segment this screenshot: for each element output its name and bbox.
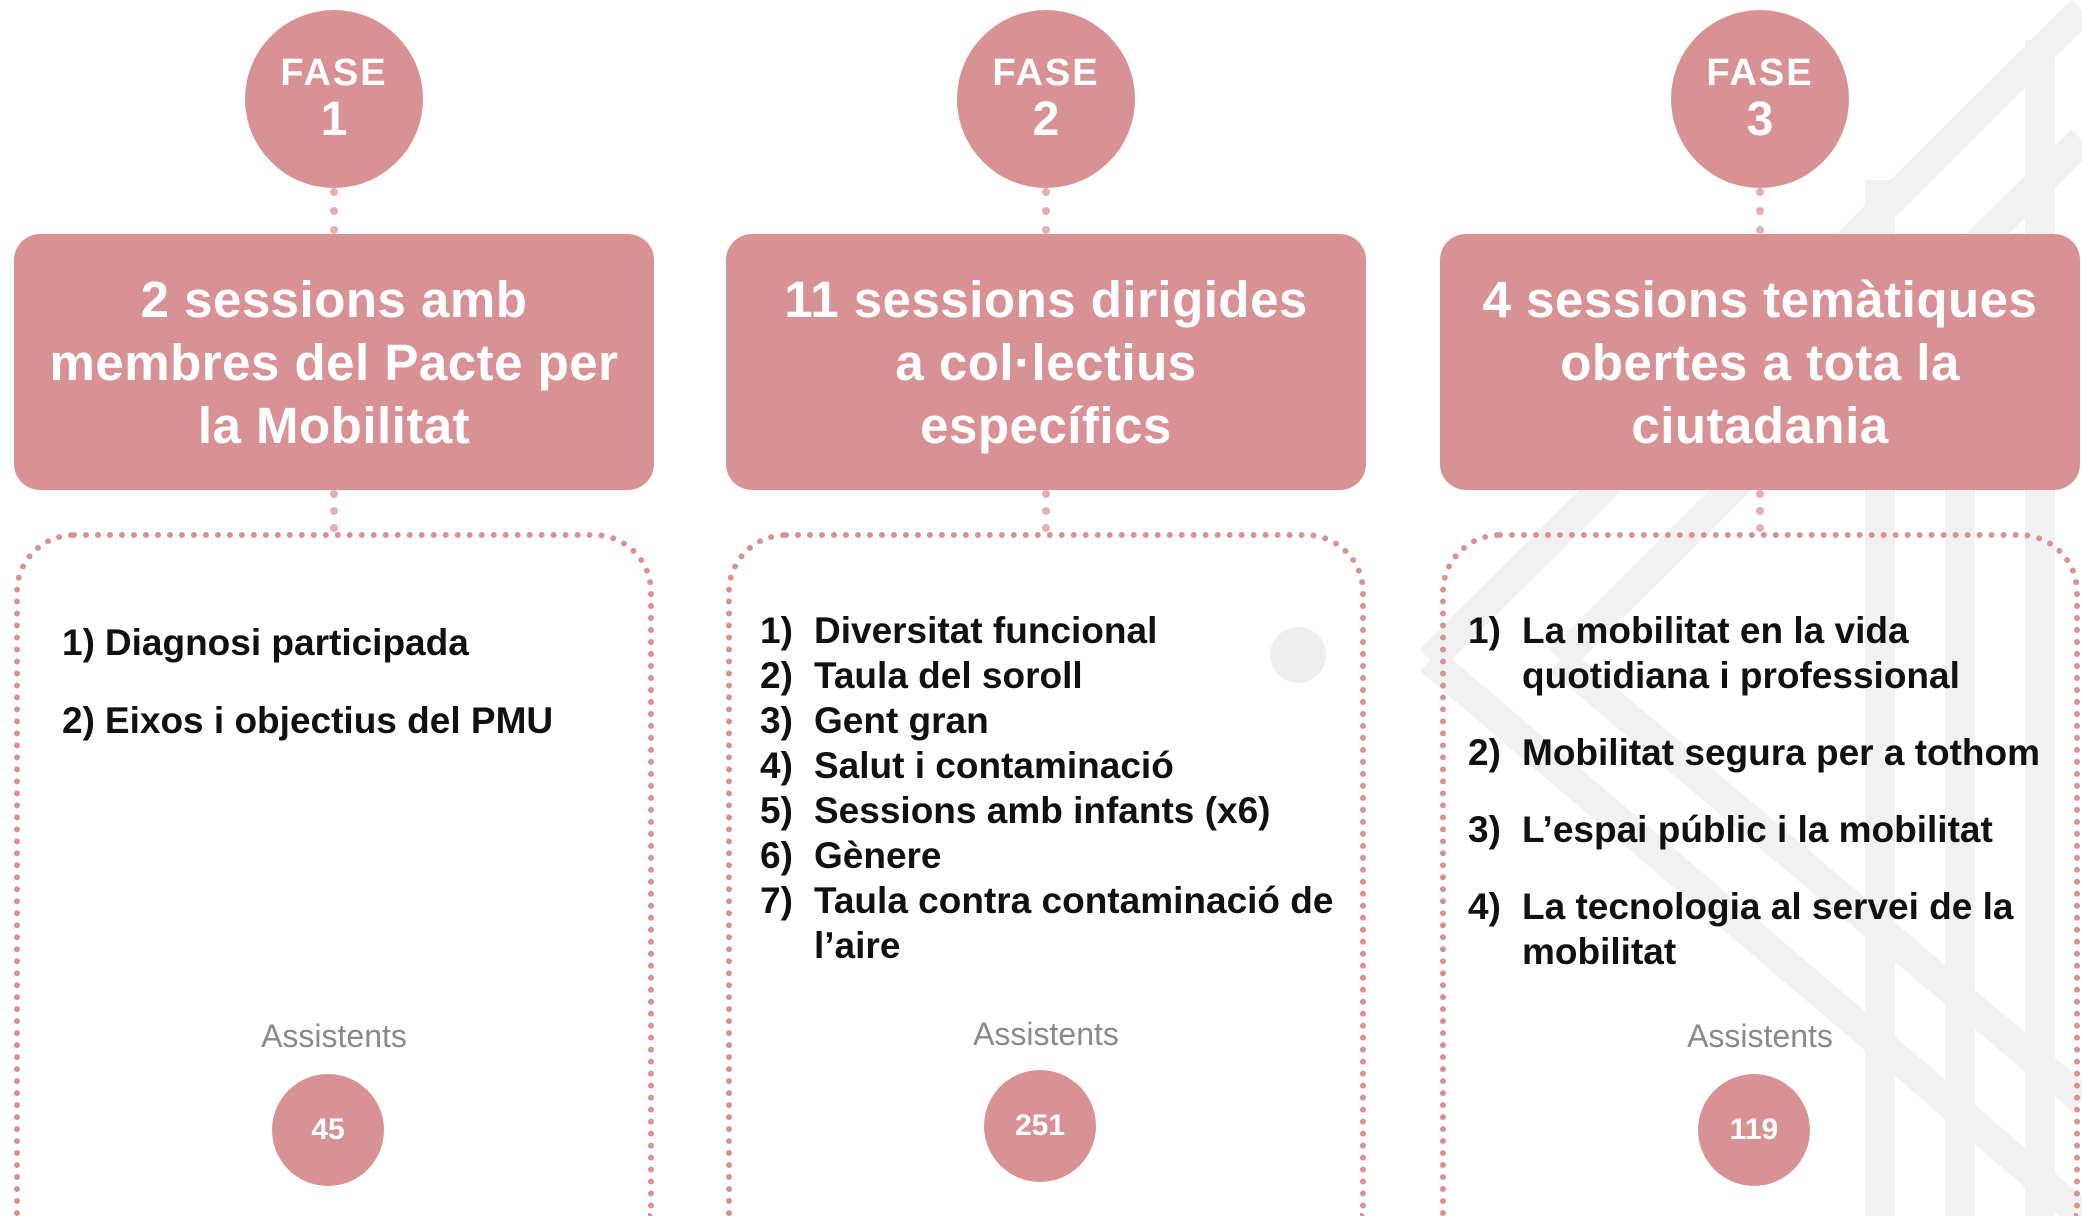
list-item: 1)Diagnosi participada [62, 604, 622, 682]
item-text: La tecnologia al servei de la mobilitat [1522, 886, 2014, 972]
phase-panel: 1)Diagnosi participada 2)Eixos i objecti… [14, 532, 654, 1216]
item-number: 6) [760, 835, 793, 876]
item-number: 7) [760, 880, 793, 921]
phase-badge: FASE 3 [1671, 10, 1849, 188]
item-number: 3) [1468, 809, 1501, 850]
list-item: 1) Diversitat funcional [760, 608, 1340, 653]
item-number: 2) [1468, 732, 1501, 773]
phase-label: FASE [280, 52, 388, 94]
item-text: Gent gran [814, 700, 989, 741]
item-number: 2) [760, 655, 793, 696]
connector-line [1756, 490, 1764, 532]
phase-3: FASE 3 4 sessions temàtiques obertes a t… [1440, 0, 2080, 1216]
phase-2: FASE 2 11 sessions dirigides a col·lecti… [726, 0, 1366, 1216]
list-item: 4) Salut i contaminació [760, 743, 1340, 788]
assistants-label: Assistents [261, 1018, 407, 1054]
item-text: Gènere [814, 835, 942, 876]
item-text: Diagnosi participada [104, 622, 469, 663]
item-number: 1) [1468, 610, 1501, 651]
list-item: 7) Taula contra contaminació de l’aire [760, 878, 1340, 968]
topic-list: 1) La mobilitat en la vida quotidiana i p… [1468, 608, 2068, 974]
phase-number: 1 [320, 93, 348, 146]
phase-badge: FASE 1 [245, 10, 423, 188]
list-item: 2) Mobilitat segura per a tothom [1468, 730, 2068, 775]
phase-number: 2 [1032, 93, 1060, 146]
list-item: 1) La mobilitat en la vida quotidiana i p… [1468, 608, 2068, 698]
list-item: 6) Gènere [760, 833, 1340, 878]
list-item: 5) Sessions amb infants (x6) [760, 788, 1340, 833]
connector-line [1756, 188, 1764, 234]
item-text: Eixos i objectius del PMU [104, 700, 554, 741]
phase-1: FASE 1 2 sessions amb membres del Pacte … [14, 0, 654, 1216]
item-number: 1) [62, 622, 95, 663]
item-number: 3) [760, 700, 793, 741]
item-text: Diversitat funcional [814, 610, 1158, 651]
list-item: 4) La tecnologia al servei de la mobilita… [1468, 884, 2068, 974]
phase-number: 3 [1746, 93, 1774, 146]
item-text: Mobilitat segura per a tothom [1522, 732, 2041, 773]
item-number: 4) [1468, 886, 1501, 927]
item-text: La mobilitat en la vida quotidiana i pro… [1522, 610, 1960, 696]
phase-title: 4 sessions temàtiques obertes a tota la … [1440, 234, 2080, 490]
item-number: 2) [62, 700, 95, 741]
list-item: 3) Gent gran [760, 698, 1340, 743]
phase-panel: 1) Diversitat funcional 2) Taula del sorol… [726, 532, 1366, 1216]
assistants-count: 45 [272, 1074, 384, 1186]
item-text: Taula del soroll [814, 655, 1083, 696]
phase-label: FASE [1706, 52, 1814, 94]
item-text: Sessions amb infants (x6) [814, 790, 1271, 831]
item-number: 5) [760, 790, 793, 831]
phase-title: 2 sessions amb membres del Pacte per la … [14, 234, 654, 490]
phase-badge: FASE 2 [957, 10, 1135, 188]
item-text: L’espai públic i la mobilitat [1522, 809, 1993, 850]
assistants-label: Assistents [973, 1016, 1119, 1052]
item-number: 4) [760, 745, 793, 786]
topic-list: 1) Diversitat funcional 2) Taula del sorol… [760, 608, 1340, 968]
phase-panel: 1) La mobilitat en la vida quotidiana i p… [1440, 532, 2080, 1216]
assistants-label: Assistents [1687, 1018, 1833, 1054]
phase-title: 11 sessions dirigides a col·lectius espe… [726, 234, 1366, 490]
list-item: 2) Taula del soroll [760, 653, 1340, 698]
connector-line [1042, 188, 1050, 234]
connector-line [330, 490, 338, 532]
item-text: Salut i contaminació [814, 745, 1174, 786]
list-item: 3) L’espai públic i la mobilitat [1468, 807, 2068, 852]
topic-list: 1)Diagnosi participada 2)Eixos i objecti… [62, 604, 622, 760]
phase-label: FASE [992, 52, 1100, 94]
assistants-count: 119 [1698, 1074, 1810, 1186]
connector-line [330, 188, 338, 234]
connector-line [1042, 490, 1050, 532]
item-text: Taula contra contaminació de l’aire [814, 880, 1334, 966]
assistants-count: 251 [984, 1070, 1096, 1182]
item-number: 1) [760, 610, 793, 651]
list-item: 2)Eixos i objectius del PMU [62, 682, 622, 760]
